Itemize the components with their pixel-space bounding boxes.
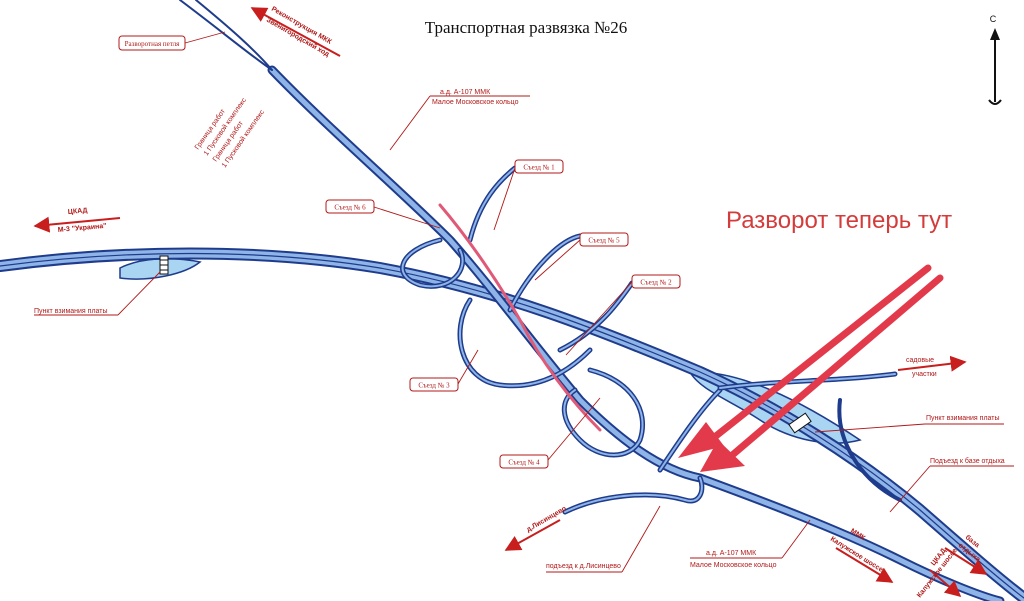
lisitsyno-access-label: подъезд к д.Лисинцево <box>546 505 661 573</box>
svg-text:участки: участки <box>912 371 937 378</box>
ckad-west-label: ЦКАД М-3 "Украина" <box>33 207 121 234</box>
reconstruction-label: Реконструкция МКК Звенигородский ход <box>250 6 341 59</box>
annotation-arrow-icon <box>678 264 944 472</box>
exit-2-label: Съезд № 2 <box>565 274 681 356</box>
annotation-text: Разворот теперь тут <box>726 207 952 234</box>
north-label: С <box>990 14 997 24</box>
svg-text:Разворотная петля: Разворотная петля <box>125 40 181 48</box>
exit-5-label: Съезд № 5 <box>534 232 629 281</box>
svg-text:ЦКАД: ЦКАД <box>68 207 88 216</box>
svg-text:М-3 "Украина": М-3 "Украина" <box>58 223 107 234</box>
reversal-loop-label: Разворотная петля <box>118 31 226 51</box>
svg-text:садовые: садовые <box>906 357 934 364</box>
exit-4-label: Съезд № 4 <box>499 397 601 469</box>
highlighted-route <box>438 203 602 432</box>
lisitsyno-label: д.Лисинцево <box>504 505 568 551</box>
mmk-bottom-label: а.д. А-107 ММК Малое Московское кольцо <box>690 519 811 569</box>
recreation-access-label: Подъезд к базе отдыха <box>889 457 1014 513</box>
svg-text:подъезд к д.Лисинцево: подъезд к д.Лисинцево <box>546 563 621 570</box>
svg-text:а.д. А-107 ММК: а.д. А-107 ММК <box>440 89 491 96</box>
svg-text:Съезд № 5: Съезд № 5 <box>588 237 620 245</box>
mmk-top-label: а.д. А-107 ММК Малое Московское кольцо <box>389 89 530 151</box>
garden-plots-label: садовые участки <box>897 355 967 378</box>
svg-text:Подъезд к базе отдыха: Подъезд к базе отдыха <box>930 457 1005 465</box>
svg-text:Съезд № 4: Съезд № 4 <box>508 459 540 467</box>
svg-text:д.Лисинцево: д.Лисинцево <box>526 505 568 533</box>
svg-text:Пункт взимания платы: Пункт взимания платы <box>926 415 1000 422</box>
boundary-label: Граница работ 1 Пусковой комплекс Границ… <box>193 96 266 169</box>
svg-text:Пункт взимания платы: Пункт взимания платы <box>34 308 108 315</box>
svg-text:Малое Московское кольцо: Малое Московское кольцо <box>690 562 777 569</box>
exit-6-label: Съезд № 6 <box>325 199 441 229</box>
svg-text:Съезд № 1: Съезд № 1 <box>523 164 555 172</box>
map-title: Транспортная развязка №26 <box>425 18 628 37</box>
svg-text:Малое Московское кольцо: Малое Московское кольцо <box>432 99 519 106</box>
exit-1-label: Съезд № 1 <box>493 159 564 231</box>
toll-right-label: Пункт взимания платы <box>814 415 1004 433</box>
toll-plaza-right-icon <box>788 412 812 434</box>
svg-text:Съезд № 6: Съезд № 6 <box>334 204 366 212</box>
toll-plaza-left-icon <box>159 255 169 275</box>
north-arrow-icon: С <box>988 14 1002 105</box>
svg-text:Съезд № 2: Съезд № 2 <box>640 279 672 287</box>
svg-text:а.д. А-107 ММК: а.д. А-107 ММК <box>706 550 757 557</box>
svg-text:Съезд № 3: Съезд № 3 <box>418 382 450 390</box>
toll-left-label: Пункт взимания платы <box>34 271 161 316</box>
exit-3-label: Съезд № 3 <box>409 349 479 392</box>
